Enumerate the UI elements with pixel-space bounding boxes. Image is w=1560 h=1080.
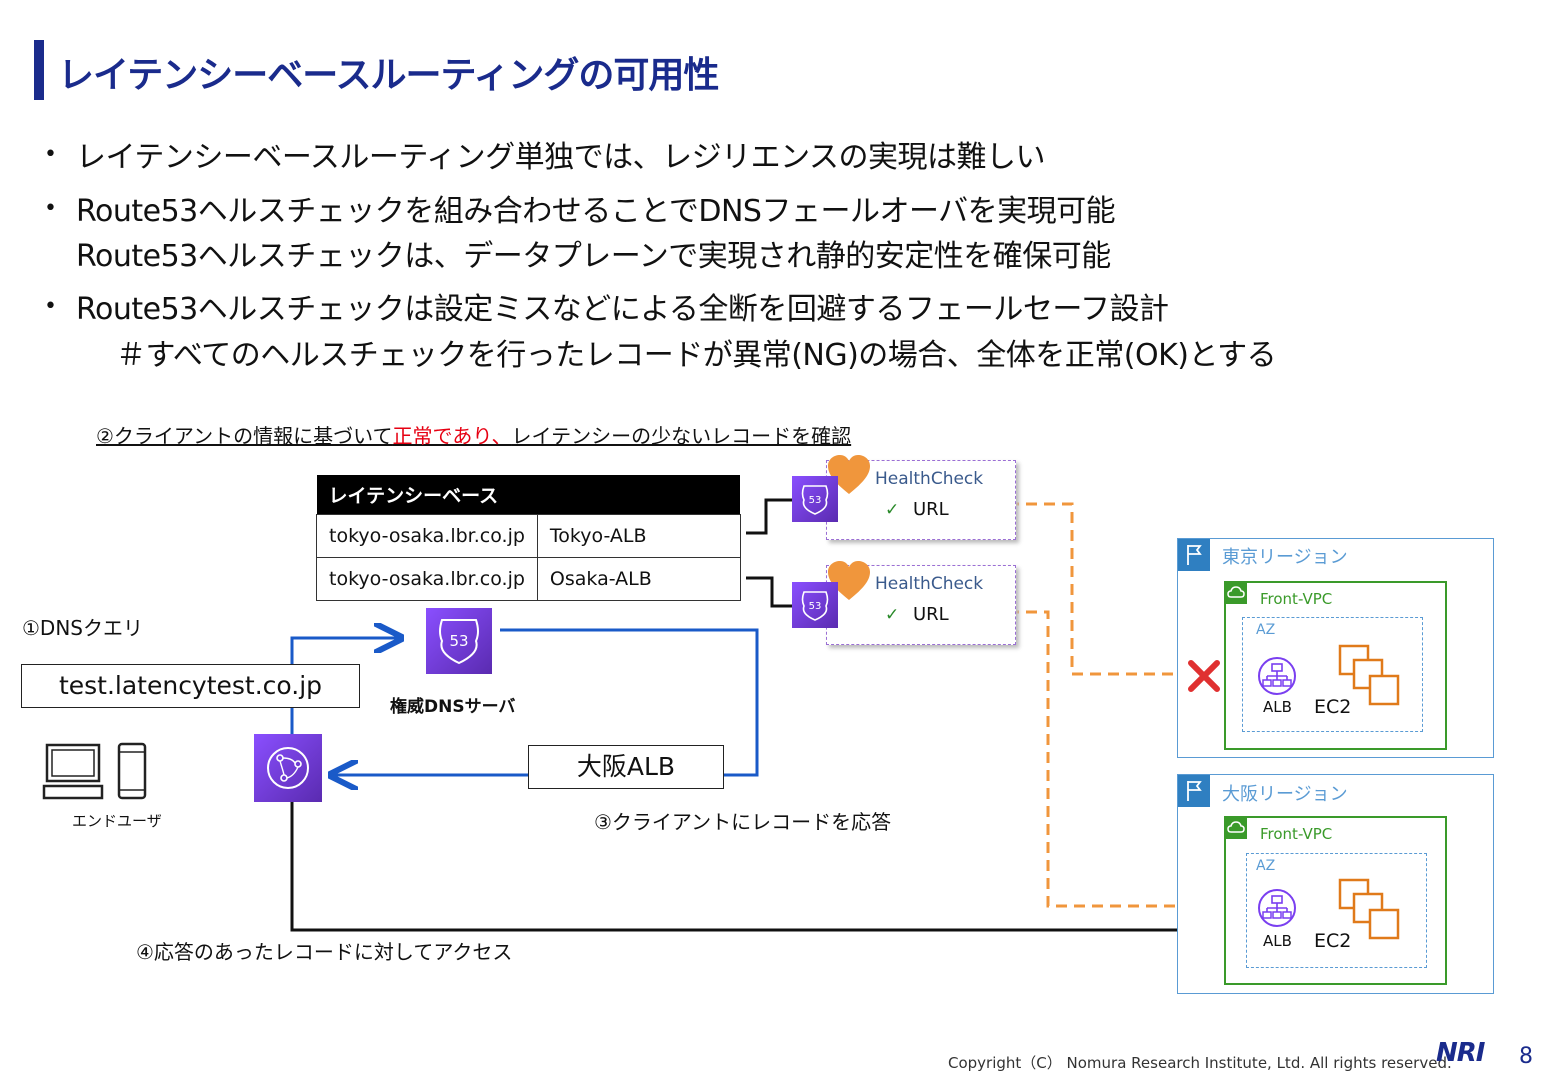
record-domain: tokyo-osaka.lbr.co.jp [316, 514, 538, 558]
alb-icon [1258, 657, 1296, 695]
az-name: AZ [1256, 622, 1276, 638]
healthcheck-title: HealthCheck [875, 574, 984, 594]
check-icon: ✓ [885, 500, 900, 520]
bullet-3-line-1: Route53ヘルスチェックは設定ミスなどによる全断を回避するフェールセーフ設計 [76, 292, 1169, 327]
ec2-label: EC2 [1314, 696, 1352, 718]
az-name: AZ [1256, 858, 1276, 874]
bullet-1: レイテンシーベースルーティング単独では、レジリエンスの実現は難しい [76, 140, 1046, 175]
tokyo-az [1242, 617, 1423, 732]
dns-server-label: 権威DNSサーバ [390, 697, 516, 717]
dns-resolver-icon [254, 734, 322, 802]
bullet-dot: • [44, 196, 57, 221]
latency-record-table: レイテンシーベース tokyo-osaka.lbr.co.jp Tokyo-AL… [316, 475, 741, 601]
table-row: tokyo-osaka.lbr.co.jp Osaka-ALB [316, 557, 741, 601]
step3-label: ③クライアントにレコードを応答 [594, 810, 892, 834]
healthcheck-target: URL [913, 499, 949, 520]
nri-logo: NRI [1436, 1038, 1485, 1068]
tokyo-region [1177, 538, 1494, 758]
bullet-2-line-2: Route53ヘルスチェックは、データプレーンで実現され静的安定性を確保可能 [76, 239, 1111, 274]
end-user-label: エンドユーザ [72, 812, 162, 830]
smartphone-icon [117, 742, 147, 800]
title-accent-bar [34, 40, 44, 100]
step2-suffix: レイテンシーの少ないレコードを確認 [511, 424, 852, 448]
route53-badge-text: 53 [449, 632, 468, 650]
bullet-3-line-2: ＃すべてのヘルスチェックを行ったレコードが異常(NG)の場合、全体を正常(OK)… [116, 338, 1277, 373]
osaka-az [1246, 853, 1427, 968]
healthcheck-target: URL [913, 604, 949, 625]
route53-icon: 53 [792, 476, 838, 522]
dns-answer-box: 大阪ALB [528, 745, 724, 789]
table-row: tokyo-osaka.lbr.co.jp Tokyo-ALB [316, 514, 741, 558]
healthcheck-title: HealthCheck [875, 469, 984, 489]
laptop-icon [42, 743, 104, 800]
record-target: Tokyo-ALB [536, 514, 741, 558]
step1-label: ①DNSクエリ [22, 616, 143, 640]
vpc-cloud-icon [1225, 582, 1247, 604]
alb-label: ALB [1263, 932, 1292, 950]
bullet-2-line-1: Route53ヘルスチェックを組み合わせることでDNSフェールオーバを実現可能 [76, 194, 1116, 229]
query-domain-box: test.latencytest.co.jp [21, 664, 360, 708]
step2-prefix: ②クライアントの情報に基づいて [96, 424, 393, 448]
alb-icon [1258, 889, 1296, 927]
tokyo-vpc [1224, 581, 1447, 750]
table-to-hc1-connector [746, 498, 792, 535]
osaka-region [1177, 774, 1494, 994]
heart-icon [828, 455, 870, 494]
alb-label: ALB [1263, 698, 1292, 716]
record-target: Osaka-ALB [536, 557, 741, 601]
region-flag-icon [1178, 539, 1210, 571]
step4-label: ④応答のあったレコードに対してアクセス [136, 940, 513, 964]
copyright: Copyright（C） Nomura Research Institute, … [948, 1054, 1452, 1072]
route53-badge-text: 53 [809, 601, 822, 612]
ec2-instances-icon [1338, 644, 1400, 706]
vpc-cloud-icon [1225, 817, 1247, 839]
hc1-to-tokyo-alb [972, 502, 1250, 676]
heart-icon [828, 561, 870, 600]
ec2-instances-icon [1338, 878, 1400, 940]
vpc-name: Front-VPC [1260, 590, 1333, 608]
page-number: 8 [1519, 1044, 1533, 1069]
step2-caption: ②クライアントの情報に基づいて正常であり、レイテンシーの少ないレコードを確認 [96, 420, 851, 449]
table-header: レイテンシーベース [316, 475, 741, 515]
route53-dns-server-icon: 53 [426, 608, 492, 674]
access-arrow [290, 800, 1248, 930]
route53-badge-text: 53 [809, 495, 822, 506]
failure-x-icon [1188, 660, 1220, 692]
vpc-name: Front-VPC [1260, 825, 1333, 843]
bullet-dot: • [44, 294, 57, 319]
record-domain: tokyo-osaka.lbr.co.jp [316, 557, 538, 601]
step2-highlight: 正常であり、 [392, 424, 512, 448]
table-to-hc2-connector [746, 576, 792, 608]
osaka-vpc [1224, 816, 1447, 985]
ec2-label: EC2 [1314, 930, 1352, 952]
check-icon: ✓ [885, 605, 900, 625]
page-title: レイテンシーベースルーティングの可用性 [58, 55, 719, 96]
region-name: 大阪リージョン [1222, 784, 1348, 805]
route53-icon: 53 [792, 582, 838, 628]
bullet-dot: • [44, 142, 57, 167]
region-name: 東京リージョン [1222, 547, 1348, 568]
region-flag-icon [1178, 775, 1210, 807]
